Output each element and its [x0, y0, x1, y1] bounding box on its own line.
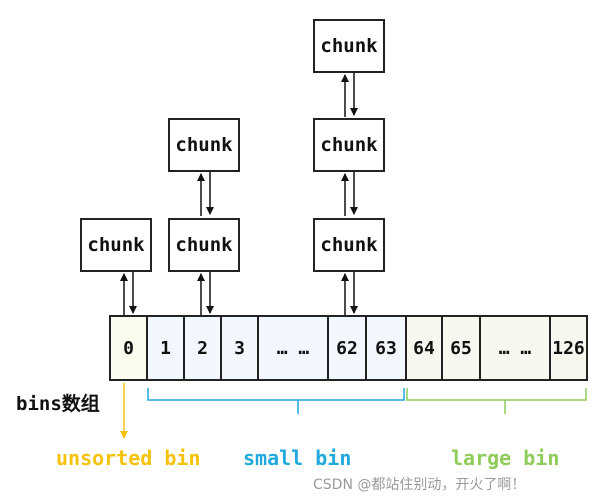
bin-cell: 126: [551, 317, 586, 379]
chunk-node: chunk: [313, 19, 385, 73]
chunk-node: chunk: [168, 118, 240, 172]
bins-array: 0 1 2 3 … … 62 63 64 65 … … 126: [109, 315, 588, 381]
bin-cell: 0: [111, 317, 148, 379]
bins-array-label: bins数组: [16, 393, 100, 415]
bin-cell: 2: [185, 317, 222, 379]
chunk-node: chunk: [313, 118, 385, 172]
bin-cell: 64: [407, 317, 443, 379]
chunk-node: chunk: [168, 218, 240, 272]
small-bin-brace: [147, 388, 405, 414]
bin-cell: 1: [148, 317, 185, 379]
bin-cell: 63: [367, 317, 407, 379]
unsorted-bin-label: unsorted bin: [56, 446, 201, 470]
large-bin-brace: [406, 388, 587, 414]
bin-cell: … …: [259, 317, 329, 379]
watermark: CSDN @都站住别动，开火了啊！: [313, 477, 526, 493]
small-bin-label: small bin: [243, 446, 352, 470]
bin-cell: 3: [222, 317, 259, 379]
large-bin-label: large bin: [451, 446, 560, 470]
bin-cell: … …: [481, 317, 551, 379]
chunk-node: chunk: [80, 218, 152, 272]
bin-cell: 62: [329, 317, 367, 379]
bin-cell: 65: [443, 317, 481, 379]
chunk-node: chunk: [313, 218, 385, 272]
